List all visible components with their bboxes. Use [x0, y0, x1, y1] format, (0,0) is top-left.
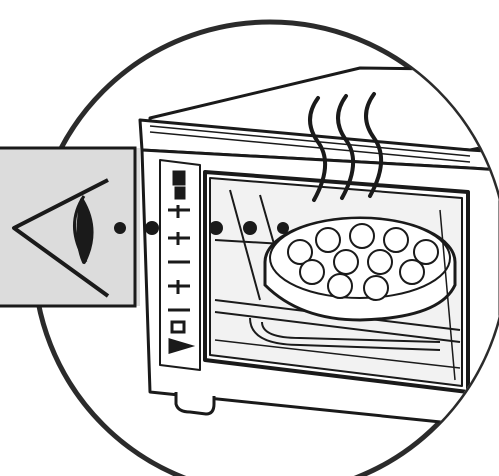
pizza-icon [265, 218, 455, 320]
